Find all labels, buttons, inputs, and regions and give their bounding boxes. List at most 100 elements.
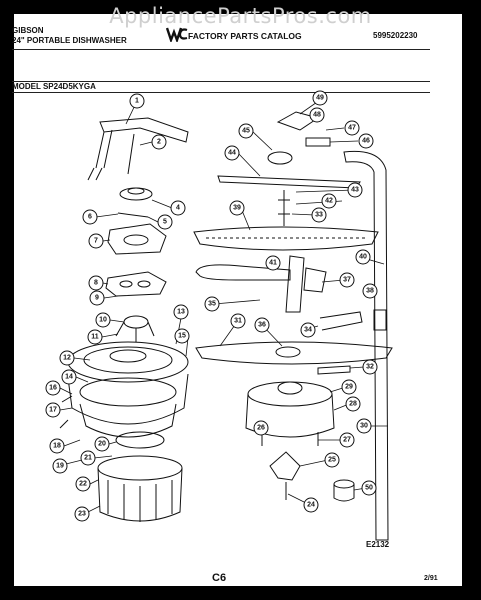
page-number: C6 — [212, 572, 227, 584]
callout-7: 7 — [88, 233, 104, 249]
callout-18: 18 — [49, 438, 65, 454]
callout-9: 9 — [89, 290, 105, 306]
callout-11: 11 — [87, 329, 103, 345]
part-shape-22 — [97, 455, 183, 481]
svg-text:13: 13 — [177, 309, 185, 316]
svg-text:50: 50 — [365, 485, 373, 492]
callout-14: 14 — [61, 369, 77, 385]
part-shape-36 — [195, 264, 291, 281]
svg-text:4: 4 — [176, 205, 180, 212]
svg-text:24: 24 — [307, 502, 315, 509]
part-shape-28 — [245, 393, 335, 438]
part-shape-11 — [123, 315, 149, 329]
callout-50: 50 — [361, 480, 377, 496]
callout-38: 38 — [362, 283, 378, 299]
svg-text:30: 30 — [360, 423, 368, 430]
svg-text:25: 25 — [328, 457, 336, 464]
part-shape-16 — [79, 403, 177, 438]
svg-text:17: 17 — [49, 407, 57, 414]
brand-name: GIBSON — [12, 26, 44, 35]
callout-33: 33 — [311, 207, 327, 223]
svg-text:26: 26 — [257, 425, 265, 432]
svg-text:46: 46 — [362, 138, 370, 145]
watermark: AppliancePartsPros.com — [109, 4, 372, 28]
callout-25: 25 — [324, 452, 340, 468]
callout-40: 40 — [355, 249, 371, 265]
part-shape-5 — [117, 212, 149, 218]
callout-27: 27 — [339, 432, 355, 448]
part-shape-32 — [317, 365, 351, 375]
revision-date: 2/91 — [424, 575, 438, 582]
svg-text:14: 14 — [65, 374, 73, 381]
svg-text:40: 40 — [359, 254, 367, 261]
part-shape-1-legs — [87, 129, 113, 181]
callout-16: 16 — [45, 380, 61, 396]
svg-text:15: 15 — [178, 333, 186, 340]
part-shape-44 — [217, 175, 361, 189]
part-shape-7 — [107, 223, 167, 255]
svg-text:44: 44 — [228, 150, 236, 157]
callout-39: 39 — [229, 200, 245, 216]
svg-text:45: 45 — [242, 128, 250, 135]
svg-text:47: 47 — [348, 125, 356, 132]
svg-text:31: 31 — [234, 318, 242, 325]
part-shape-1 — [99, 117, 189, 143]
header-brand-block: GIBSON 24" PORTABLE DISHWASHER — [12, 26, 127, 46]
callout-20: 20 — [94, 436, 110, 452]
svg-text:28: 28 — [349, 401, 357, 408]
svg-text:22: 22 — [79, 481, 87, 488]
callout-1: 1 — [129, 93, 145, 109]
part-shape-50 — [333, 479, 355, 489]
callout-17: 17 — [45, 402, 61, 418]
model-rule-top — [12, 81, 430, 82]
callout-23: 23 — [74, 506, 90, 522]
svg-text:35: 35 — [208, 301, 216, 308]
callout-42: 42 — [321, 193, 337, 209]
svg-text:33: 33 — [315, 212, 323, 219]
part-shape-25 — [269, 451, 301, 481]
part-shape-38 — [373, 309, 387, 331]
callout-19: 19 — [52, 458, 68, 474]
callout-4: 4 — [170, 200, 186, 216]
callout-29: 29 — [341, 379, 357, 395]
diagram-code: E2132 — [366, 540, 390, 549]
callout-36: 36 — [254, 317, 270, 333]
svg-text:18: 18 — [53, 443, 61, 450]
svg-text:27: 27 — [343, 437, 351, 444]
svg-text:39: 39 — [233, 205, 241, 212]
svg-text:12: 12 — [63, 355, 71, 362]
svg-text:29: 29 — [345, 384, 353, 391]
svg-text:16: 16 — [49, 385, 57, 392]
callout-10: 10 — [95, 312, 111, 328]
part-shape-2 — [127, 133, 135, 175]
svg-text:20: 20 — [98, 441, 106, 448]
callout-24: 24 — [303, 497, 319, 513]
callout-34: 34 — [300, 322, 316, 338]
part-shape-14 — [67, 373, 189, 425]
svg-text:23: 23 — [78, 511, 86, 518]
callout-35: 35 — [204, 296, 220, 312]
svg-text:38: 38 — [366, 288, 374, 295]
callout-22: 22 — [75, 476, 91, 492]
part-callouts: 1 2 4 5 6 7 8 9 10 11 12 13 14 15 16 17 … — [45, 90, 378, 522]
callout-37: 37 — [339, 272, 355, 288]
callout-12: 12 — [59, 350, 75, 366]
callout-5: 5 — [157, 214, 173, 230]
svg-text:19: 19 — [56, 463, 64, 470]
part-shape-20 — [115, 431, 165, 449]
svg-text:21: 21 — [84, 455, 92, 462]
part-shape-37-bracket — [285, 255, 305, 313]
svg-text:34: 34 — [304, 327, 312, 334]
callout-30: 30 — [356, 418, 372, 434]
catalog-number: 5995202230 — [373, 31, 418, 40]
svg-text:49: 49 — [316, 95, 324, 102]
callout-13: 13 — [173, 304, 189, 320]
part-shape-45 — [267, 151, 293, 165]
svg-text:10: 10 — [99, 317, 107, 324]
callout-8: 8 — [88, 275, 104, 291]
svg-text:11: 11 — [91, 334, 99, 341]
callout-41: 41 — [265, 255, 281, 271]
svg-text:5: 5 — [163, 219, 167, 226]
svg-text:8: 8 — [94, 280, 98, 287]
